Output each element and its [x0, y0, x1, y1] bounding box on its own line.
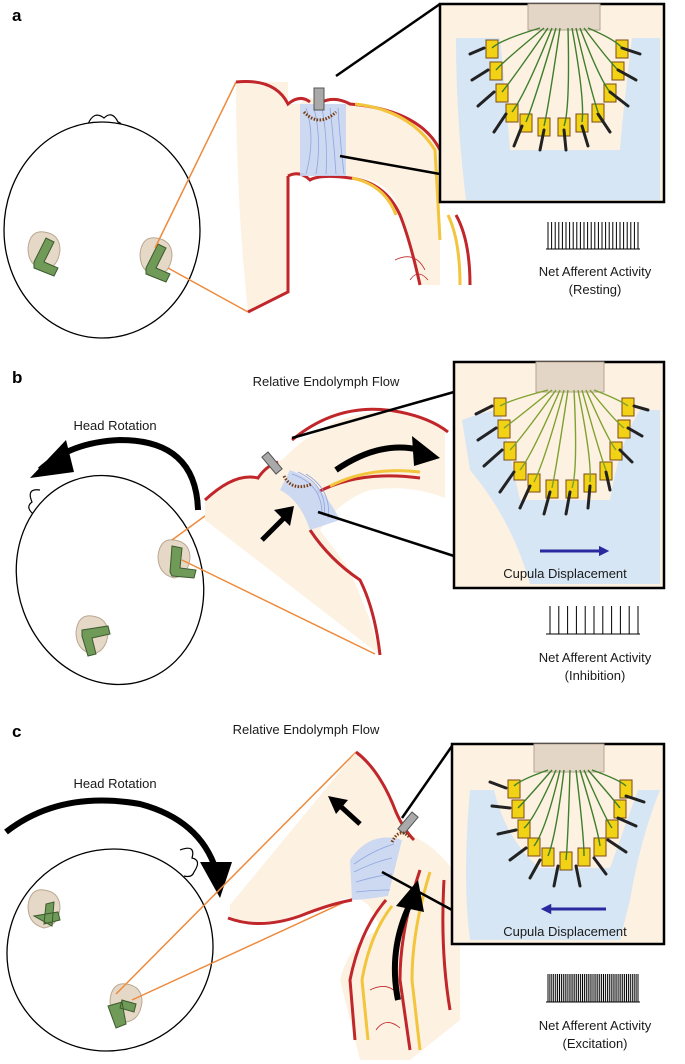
crista-zoom-c: [450, 742, 666, 946]
head-rotation-arrow-c: [4, 797, 219, 871]
panel-a-letter: a: [12, 6, 22, 25]
afferent-label-b: Net Afferent Activity: [538, 650, 652, 665]
labyrinth-right-a: [139, 237, 173, 283]
ampulla-a: [235, 79, 472, 314]
afferent-state-b: (Inhibition): [564, 668, 626, 683]
cupula-label-c: Cupula Displacement: [503, 924, 627, 939]
head-top-view-c: [6, 847, 214, 1052]
panel-b: [15, 360, 666, 686]
panel-b-letter: b: [12, 368, 23, 387]
afferent-state-c: (Excitation): [562, 1036, 628, 1051]
spike-train-b: [546, 606, 640, 635]
flow-label-c: Relative Endolymph Flow: [232, 722, 380, 737]
labyrinth-right-b: [157, 539, 197, 579]
flow-label-b: Relative Endolymph Flow: [252, 374, 400, 389]
panel-c-letter: c: [12, 722, 22, 741]
crista-zoom-a: [438, 2, 666, 204]
rotation-label-b: Head Rotation: [73, 418, 157, 433]
head-top-view-a: [3, 114, 201, 339]
labyrinth-right-c: [107, 983, 143, 1029]
labyrinth-left-c: [27, 889, 61, 929]
afferent-state-a: (Resting): [568, 282, 622, 297]
rotation-label-c: Head Rotation: [73, 776, 157, 791]
panel-a: [3, 2, 666, 339]
labyrinth-left-a: [27, 231, 61, 277]
spike-train-c: [546, 974, 640, 1003]
spike-train-a: [546, 222, 640, 250]
head-top-view-b: [15, 474, 205, 686]
labyrinth-left-b: [75, 615, 111, 657]
ampulla-c: [227, 750, 460, 1060]
cupula-label-b: Cupula Displacement: [503, 566, 627, 581]
panel-c: [4, 742, 666, 1060]
afferent-label-c: Net Afferent Activity: [538, 1018, 652, 1033]
afferent-label-a: Net Afferent Activity: [538, 264, 652, 279]
crista-zoom-b: [452, 360, 666, 590]
